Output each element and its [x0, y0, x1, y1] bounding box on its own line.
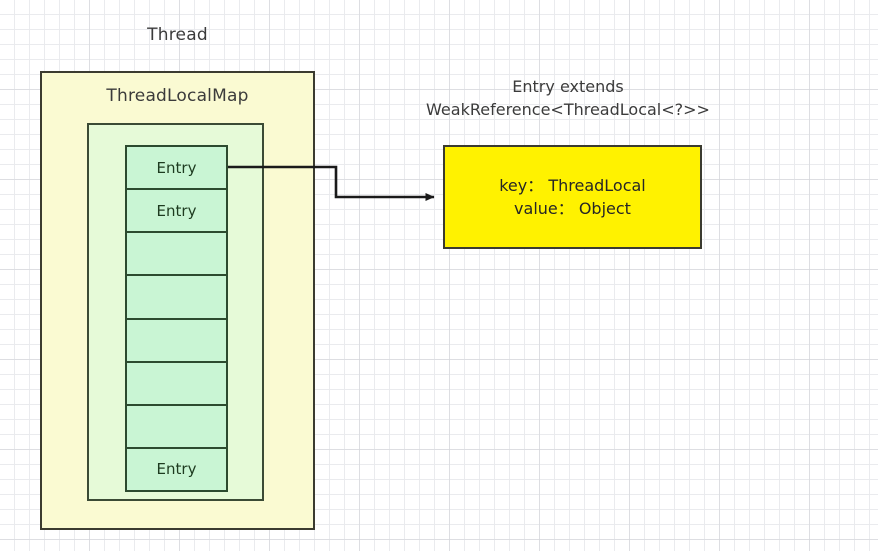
entry-detail-heading: Entry extends WeakReference<ThreadLocal<… [393, 75, 743, 121]
entry-cell[interactable]: Entry [125, 446, 228, 492]
entry-key-line: key： ThreadLocal [499, 175, 646, 195]
entry-cell[interactable] [125, 231, 228, 276]
entry-cell[interactable]: Entry [125, 145, 228, 190]
threadlocalmap-label: ThreadLocalMap [106, 86, 249, 106]
entry-cell[interactable] [125, 274, 228, 319]
entry-value-line: value： Object [514, 199, 631, 218]
entry-cell[interactable] [125, 317, 228, 362]
entry-detail-box: key： ThreadLocal value： Object [443, 145, 702, 249]
entry-detail-heading-line1: Entry extends [512, 77, 624, 96]
entry-cell[interactable] [125, 360, 228, 405]
entry-detail-heading-line2: WeakReference<ThreadLocal<?>> [426, 100, 710, 120]
entry-table: Entry Entry Entry [125, 145, 228, 492]
thread-label: Thread [147, 25, 208, 45]
entry-cell[interactable]: Entry [125, 188, 228, 233]
entry-cell[interactable] [125, 403, 228, 448]
